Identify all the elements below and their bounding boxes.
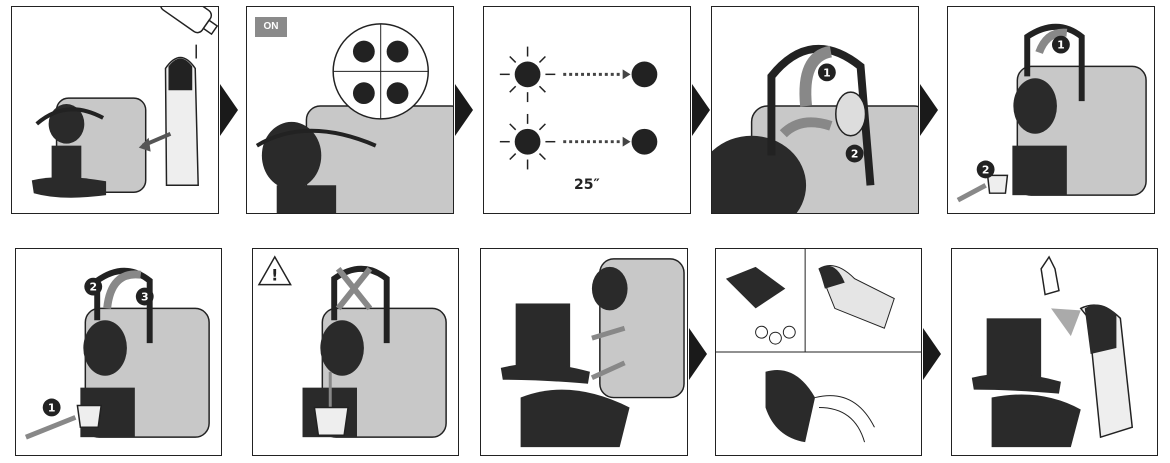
step-2-power-on-panel: ON [246,6,454,214]
warning-illustration: ! [257,255,447,438]
step-arrow-icon [455,84,473,136]
power-on-illustration [255,23,453,213]
marker-3: 3 [141,291,149,304]
step-3-program-panel: 25″ [483,6,691,214]
step-9-clean-panel [715,248,922,456]
step-6-remove-cup-panel: 2 3 1 [15,248,222,456]
step-7-warning-panel: ! [252,248,459,456]
step-arrow-icon [923,328,941,380]
step-8-disassemble-panel [480,248,688,456]
step-4-insert-capsule-panel: 1 2 [711,6,919,214]
hand-icon [1040,255,1060,296]
step-arrow-icon [692,84,710,136]
step-arrow-icon [220,84,238,136]
step-10-reassemble-panel [951,248,1158,456]
marker-2: 2 [89,281,97,294]
marker-2: 2 [851,148,859,161]
step-1-fill-water-panel [11,6,219,214]
on-badge: ON [255,17,287,37]
warning-icon [257,255,292,286]
step-arrow-icon [920,84,938,136]
marker-1: 1 [48,401,56,414]
clean-illustration [716,249,921,443]
program-illustration [499,46,658,170]
marker-1: 1 [1057,39,1065,52]
fill-water-illustration [31,7,218,198]
svg-text:!: ! [271,266,278,285]
reassemble-illustration [971,255,1134,448]
marker-1: 1 [823,66,831,79]
duration-label: 25″ [574,177,600,193]
step-5-place-cup-panel: 1 2 [947,6,1155,214]
place-cup-illustration: 1 2 [956,23,1147,203]
disassemble-illustration [500,258,685,448]
insert-capsule-illustration: 1 2 [712,44,918,213]
step-arrow-icon [689,328,707,380]
remove-cup-illustration: 2 3 1 [24,267,210,440]
marker-2: 2 [982,163,990,176]
